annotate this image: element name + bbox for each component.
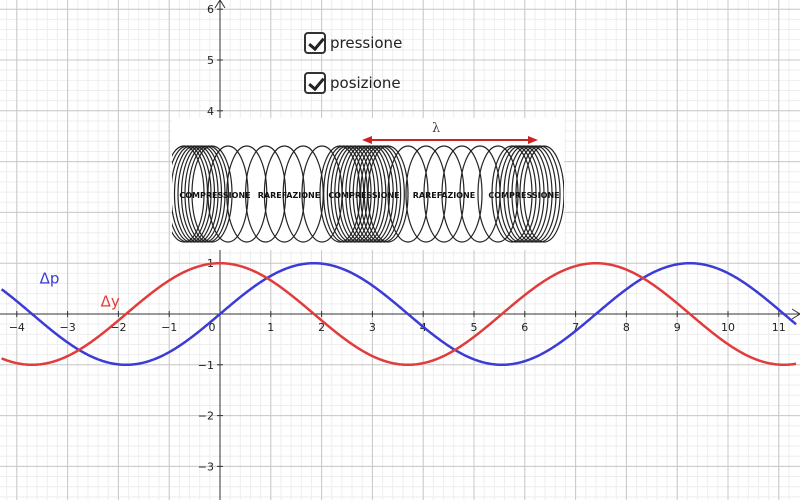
x-tick-label: −3 [59,321,75,334]
x-tick-label: 5 [471,321,478,334]
coil-loop [345,145,387,243]
coil-loop [363,145,405,243]
coil-loop [423,145,465,243]
coil-loop [330,145,372,243]
coil-loop [441,145,483,243]
coil-loop [519,145,561,243]
checkbox-checked-icon[interactable] [304,32,326,54]
coil-loop [367,145,409,243]
coil-loop [341,145,383,243]
coil-loop [360,145,402,243]
zone-label: COMPRESSIONE [179,191,250,200]
coil-loop [503,145,545,243]
x-tick-label: −4 [9,321,25,334]
coil-loop [387,145,429,243]
coil-loop [515,145,557,243]
coil-loop [244,145,287,243]
coil-loop [191,145,233,243]
coil-loop [507,145,549,243]
x-tick-label: 8 [623,321,630,334]
x-tick-label: 3 [369,321,376,334]
series-label-delta-y: Δy [101,292,120,310]
zone-label: COMPRESSIONE [488,191,559,200]
series-label-delta-p: Δp [40,270,60,288]
checkbox-checked-icon[interactable] [304,72,326,94]
wavelength-arrow: λ [362,121,538,144]
zone-label: RAREFAZIONE [258,191,320,200]
coil-loop [477,145,519,243]
zone-label: RAREFAZIONE [413,191,475,200]
spring-coils [163,145,565,243]
x-tick-label: 0 [209,321,216,334]
coil-loop [499,145,541,243]
y-axis-arrow [214,0,226,9]
x-tick-label: 7 [572,321,579,334]
x-tick-label: 9 [674,321,681,334]
coil-loop [226,145,268,243]
coil-loop [352,145,394,243]
slinky-wave-illustration: λ COMPRESSIONE RAREFAZIONE COMPRESSIONE … [163,118,565,250]
coil-loop [323,145,365,243]
x-tick-label: −2 [110,321,126,334]
coil-loop [173,145,216,243]
curve-delta-p [0,261,797,367]
coil-loop [207,145,249,243]
pressione-checkbox-label: pressione [330,34,403,52]
coil-loop [263,145,306,243]
coil-loop [405,145,447,243]
x-tick-label: 6 [521,321,528,334]
coil-loop [348,145,391,243]
y-tick-label: 6 [207,3,214,16]
y-tick-label: −3 [198,460,214,473]
y-tick-label: 4 [207,105,214,118]
coil-loop [511,145,553,243]
y-tick-label: 5 [207,54,214,67]
coil-loop [495,145,537,243]
coil-loop [326,145,368,243]
coil-loop [337,145,380,243]
pressione-checkbox[interactable]: pressione [304,32,402,54]
coil-loop [319,145,361,243]
x-tick-label: 2 [318,321,325,334]
curve-delta-y [1,261,797,367]
lambda-label: λ [432,121,440,136]
coil-loop [187,145,230,243]
zone-labels: COMPRESSIONE RAREFAZIONE COMPRESSIONE RA… [179,191,559,200]
posizione-checkbox[interactable]: posizione [304,72,401,94]
coil-loop [356,145,398,243]
y-tick-label: −1 [198,359,214,372]
curves [0,261,797,367]
x-tick-label: 11 [772,321,786,334]
x-axis-arrow [791,308,800,320]
zone-label: COMPRESSIONE [328,191,399,200]
posizione-checkbox-label: posizione [330,74,401,92]
coil-loop [180,145,223,243]
x-tick-label: 10 [721,321,735,334]
x-tick-label: −1 [161,321,177,334]
coil-loop [184,145,226,243]
y-tick-label: −2 [198,410,214,423]
coil-loop [334,145,376,243]
slinky-image: λ COMPRESSIONE RAREFAZIONE COMPRESSIONE … [163,121,565,243]
coil-loop [177,145,219,243]
coil-loop [491,145,533,243]
x-tick-label: 1 [267,321,274,334]
